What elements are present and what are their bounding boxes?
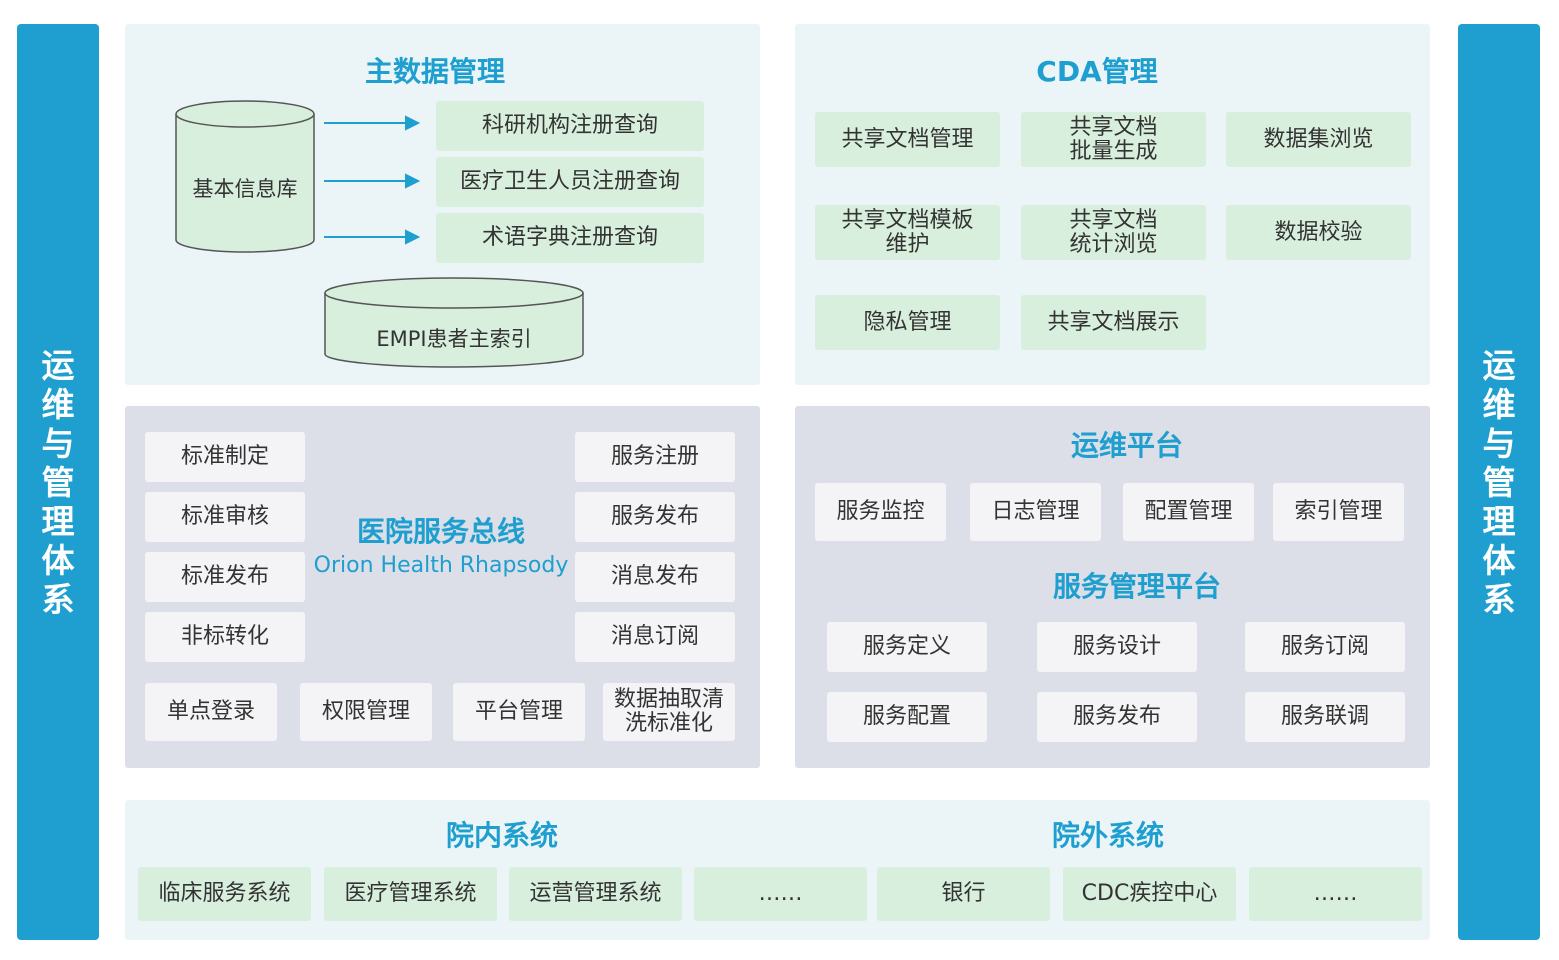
service-mgmt-item: 服务设计 [1037, 622, 1197, 672]
service-mgmt-title: 服务管理平台 [1052, 570, 1221, 603]
cda-title: CDA管理 [1036, 55, 1158, 88]
inner-systems-title: 院内系统 [445, 819, 558, 852]
cda-item: 数据集浏览 [1226, 112, 1411, 167]
bus-left-item: 标准审核 [145, 492, 305, 542]
service-mgmt-item: 服务联调 [1245, 692, 1405, 742]
bus-bottom-item: 权限管理 [300, 683, 432, 741]
cda-item: 共享文档展示 [1021, 295, 1206, 350]
service-mgmt-item: 服务定义 [827, 622, 987, 672]
left-side-label: 运维与管理体系 [41, 345, 75, 619]
cda-item: 共享文档模板 维护 [815, 205, 1000, 260]
registry-terminology: 术语字典注册查询 [436, 213, 704, 263]
system-item: 临床服务系统 [138, 867, 311, 921]
system-item: …… [694, 867, 867, 921]
bus-bottom-item: 平台管理 [453, 683, 585, 741]
registry-arrows [324, 115, 421, 245]
ops-item: 服务监控 [815, 483, 946, 541]
bus-right-item: 服务注册 [575, 432, 735, 482]
cda-item: 共享文档 统计浏览 [1021, 205, 1206, 260]
cda-item: 隐私管理 [815, 295, 1000, 350]
bus-left-item: 标准发布 [145, 552, 305, 602]
bus-bottom-item: 单点登录 [145, 683, 277, 741]
bus-bottom-item: 数据抽取清 洗标准化 [603, 683, 735, 741]
master-data-title: 主数据管理 [364, 55, 505, 88]
service-bus-subtitle: Orion Health Rhapsody [313, 553, 569, 578]
base-db-cylinder [175, 100, 315, 253]
bus-right-item: 消息发布 [575, 552, 735, 602]
ops-item: 日志管理 [970, 483, 1101, 541]
right-side-bar: 运维与管理体系 [1458, 24, 1540, 940]
bus-left-item: 标准制定 [145, 432, 305, 482]
cda-item: 数据校验 [1226, 205, 1411, 260]
base-db-label: 基本信息库 [192, 177, 298, 201]
service-bus-title: 医院服务总线 [356, 515, 525, 548]
registry-research-org: 科研机构注册查询 [436, 101, 704, 151]
ops-item: 配置管理 [1123, 483, 1254, 541]
cda-item: 共享文档 批量生成 [1021, 112, 1206, 167]
ops-title: 运维平台 [1070, 429, 1183, 462]
service-mgmt-item: 服务发布 [1037, 692, 1197, 742]
empi-cylinder [324, 277, 584, 368]
system-item: 运营管理系统 [509, 867, 682, 921]
system-item: CDC疾控中心 [1063, 867, 1236, 921]
bus-right-item: 消息订阅 [575, 612, 735, 662]
bus-left-item: 非标转化 [145, 612, 305, 662]
bus-right-item: 服务发布 [575, 492, 735, 542]
left-side-bar: 运维与管理体系 [17, 24, 99, 940]
cda-item: 共享文档管理 [815, 112, 1000, 167]
right-side-label: 运维与管理体系 [1482, 345, 1516, 619]
ops-item: 索引管理 [1273, 483, 1404, 541]
service-mgmt-item: 服务订阅 [1245, 622, 1405, 672]
empi-label: EMPI患者主索引 [376, 327, 532, 351]
system-item: 医疗管理系统 [324, 867, 497, 921]
system-item: 银行 [877, 867, 1050, 921]
service-mgmt-item: 服务配置 [827, 692, 987, 742]
registry-medical-staff: 医疗卫生人员注册查询 [436, 157, 704, 207]
system-item: …… [1249, 867, 1422, 921]
outer-systems-title: 院外系统 [1051, 819, 1164, 852]
